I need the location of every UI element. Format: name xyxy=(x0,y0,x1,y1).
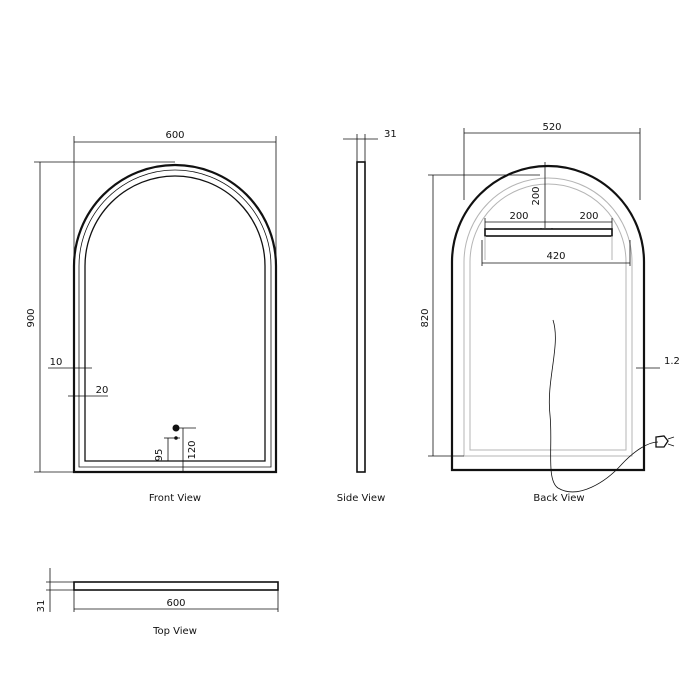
front-gap-label: 10 xyxy=(50,357,63,368)
top-width-label: 600 xyxy=(166,598,185,609)
back-inner-frame xyxy=(463,177,633,457)
edge-offset-label: 1.2 xyxy=(664,356,680,367)
back-width-label: 520 xyxy=(542,122,561,133)
side-view: 31 Side View xyxy=(337,129,397,504)
front-outer-arch xyxy=(72,163,278,474)
back-drop-label: 200 xyxy=(531,186,542,205)
front-view: 600 900 10 20 95 120 Front View xyxy=(26,130,278,504)
front-view-caption: Front View xyxy=(149,493,201,504)
back-view: 520 820 200 200 200 420 1.2 xyxy=(420,122,680,504)
back-height-label: 820 xyxy=(420,308,431,327)
power-cable xyxy=(548,319,659,493)
switch-dim-95-label: 95 xyxy=(154,449,165,462)
side-depth-label: 31 xyxy=(384,129,397,140)
front-height-label: 900 xyxy=(26,308,37,327)
front-inset-label: 20 xyxy=(96,385,109,396)
top-depth-label: 31 xyxy=(36,600,47,613)
back-inner-frame-2 xyxy=(469,183,627,451)
front-inner-contour xyxy=(78,169,272,468)
front-width-label: 600 xyxy=(165,130,184,141)
back-outer-arch xyxy=(450,164,646,472)
bracket-width-label: 420 xyxy=(546,251,565,262)
side-profile xyxy=(356,161,366,473)
front-led-strip xyxy=(84,175,266,462)
back-view-caption: Back View xyxy=(533,493,584,504)
switch-dim-120-label: 120 xyxy=(187,440,198,459)
top-profile xyxy=(73,581,279,591)
top-view: 31 600 Top View xyxy=(36,568,279,637)
power-plug-icon xyxy=(655,435,675,448)
span-left-label: 200 xyxy=(509,211,528,222)
side-view-caption: Side View xyxy=(337,493,386,504)
top-view-caption: Top View xyxy=(152,626,197,637)
hanging-bracket xyxy=(484,228,613,237)
span-right-label: 200 xyxy=(579,211,598,222)
